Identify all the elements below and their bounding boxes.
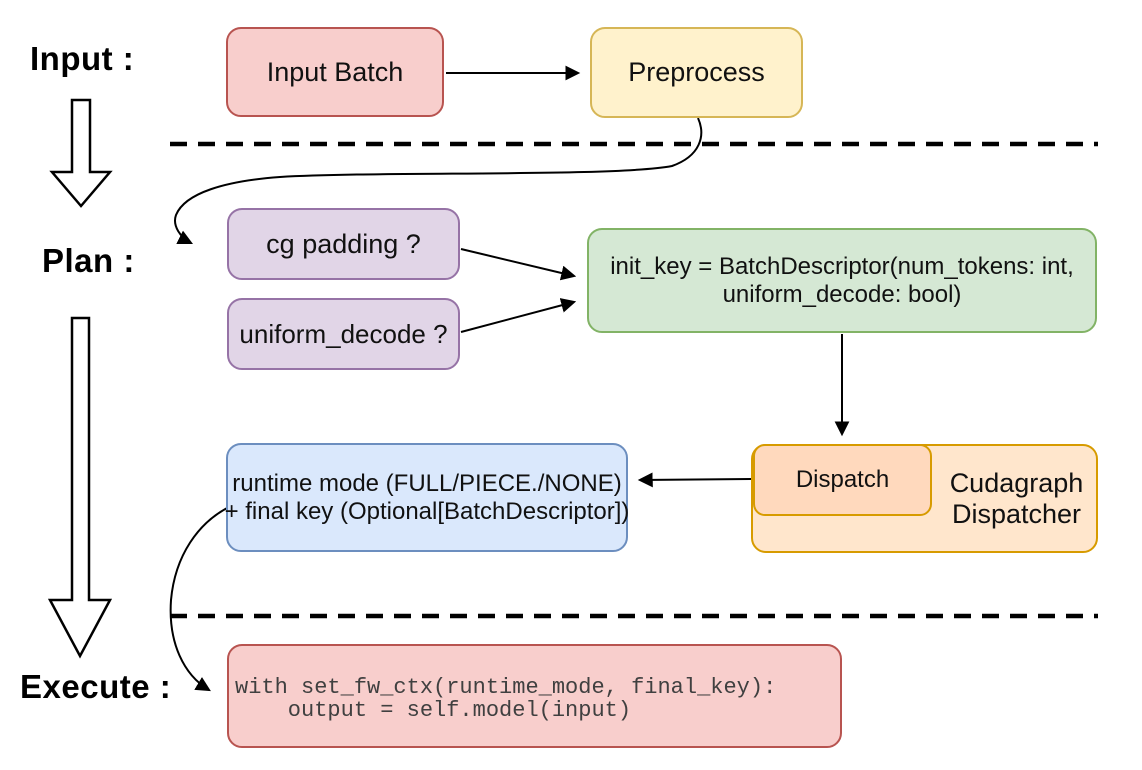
node-init-key-line2: uniform_decode: bool)	[722, 280, 962, 308]
node-init-key-line1: init_key = BatchDescriptor(num_tokens: i…	[610, 252, 1074, 280]
node-dispatch-label: Dispatch	[795, 466, 890, 493]
stage-arrow-input-to-plan	[49, 98, 113, 208]
node-init-key: init_key = BatchDescriptor(num_tokens: i…	[587, 228, 1097, 333]
node-cg-padding: cg padding ?	[227, 208, 460, 280]
node-uniform-decode: uniform_decode ?	[227, 298, 460, 370]
node-runtime-mode-line2: + final key (Optional[BatchDescriptor])	[224, 497, 630, 525]
arrow-dispatch-to-runtime	[637, 472, 752, 488]
node-execute-code-line1: with set_fw_ctx(runtime_mode, final_key)…	[235, 675, 777, 700]
stage-arrow-plan-to-execute	[47, 316, 113, 659]
node-runtime-mode-line1: runtime mode (FULL/PIECE./NONE)	[232, 469, 622, 497]
stage-label-plan: Plan :	[42, 242, 135, 279]
arrow-runtime-to-execute	[169, 505, 232, 692]
node-execute-code-line2: output = self.model(input)	[235, 698, 632, 723]
node-dispatch: Dispatch	[753, 444, 932, 516]
node-cg-padding-label: cg padding ?	[266, 228, 421, 259]
stage-label-input: Input :	[30, 40, 135, 77]
node-preprocess: Preprocess	[590, 27, 803, 118]
node-cudagraph-dispatcher-label: Cudagraph Dispatcher	[949, 467, 1084, 529]
arrow-cgpadding-to-initkey	[460, 248, 577, 281]
node-input-batch-label: Input Batch	[266, 56, 404, 87]
arrow-preprocess-to-cgpadding	[174, 117, 703, 245]
node-preprocess-label: Preprocess	[628, 57, 765, 87]
arrow-uniformdecode-to-initkey	[460, 298, 577, 333]
stage-label-execute: Execute :	[20, 668, 172, 705]
node-runtime-mode: runtime mode (FULL/PIECE./NONE) + final …	[224, 443, 630, 552]
node-input-batch: Input Batch	[226, 27, 444, 117]
node-uniform-decode-label: uniform_decode ?	[239, 318, 448, 349]
node-execute-code: with set_fw_ctx(runtime_mode, final_key)…	[227, 644, 842, 748]
